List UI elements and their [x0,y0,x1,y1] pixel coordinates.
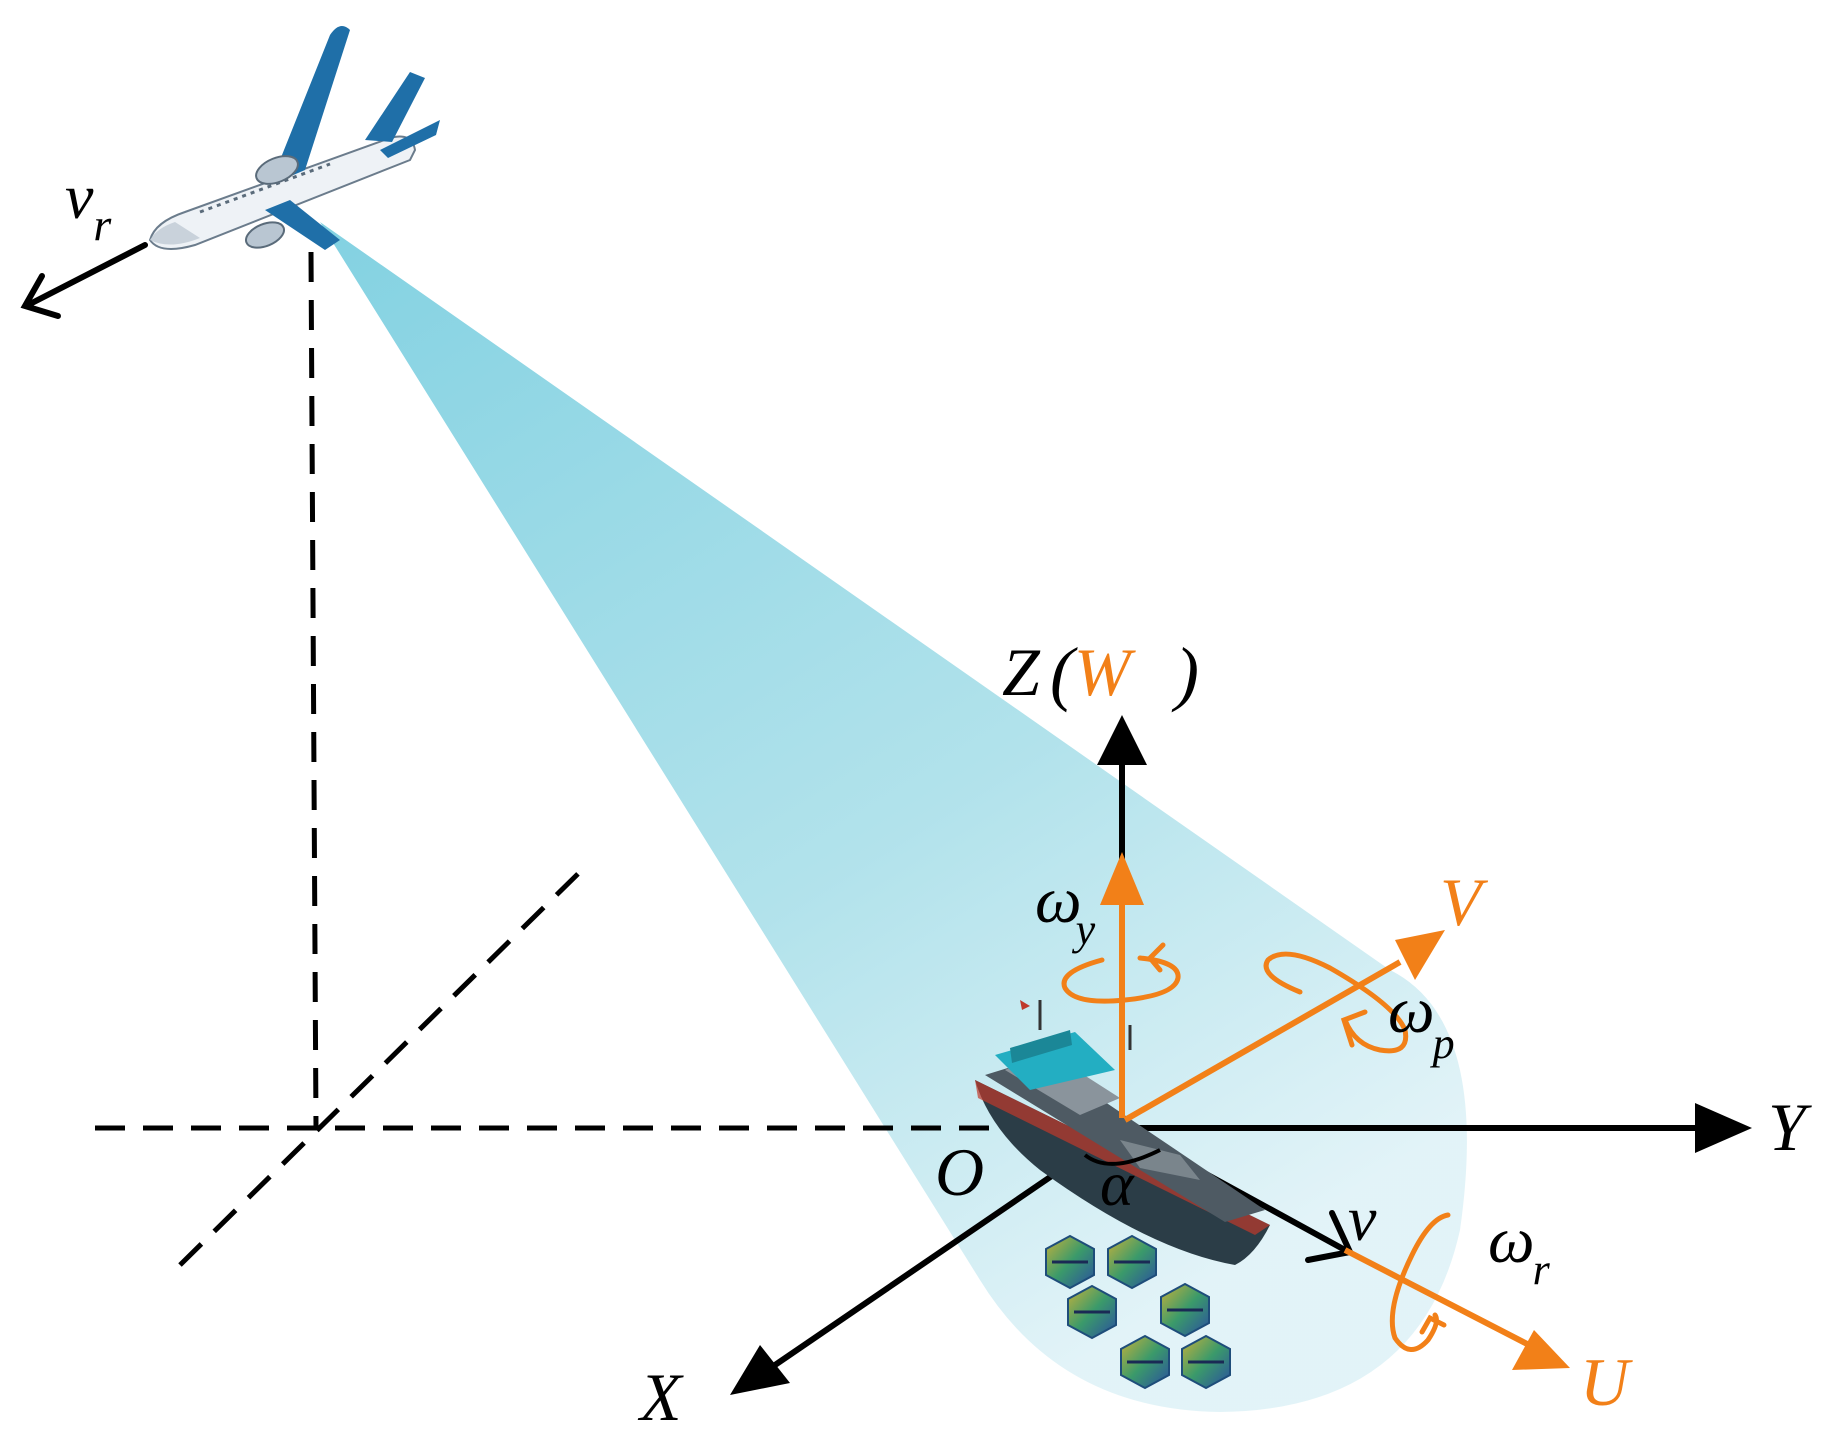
pitch-rotation-arrow [1263,951,1409,1054]
y-axis-label: Y [1768,1089,1812,1165]
paren-close-label: ) [1171,633,1199,713]
scatterers [1045,1234,1231,1390]
scatterer-cube-icon [1107,1234,1157,1290]
yaw-rotation-arrow [1061,942,1181,1004]
rotation-arrows [1061,942,1451,1352]
paren-open-label: ( [1050,633,1078,713]
v-axis-label: V [1440,864,1489,940]
origin-label: O [935,1134,984,1210]
alpha-angle-arc [1083,1148,1161,1166]
scatterer-cube-icon [1120,1334,1170,1390]
radar-beam [320,222,1467,1412]
x-axis-arrowhead [730,1345,790,1395]
aircraft-velocity-arrow [20,242,148,319]
u-axis-arrowhead [1512,1330,1570,1370]
z-axis-label: Z [1002,634,1041,710]
dashed-diagonal-line [178,860,592,1267]
scatterer-cube-icon [1067,1284,1117,1340]
u-axis-line [1343,1247,1537,1351]
dashed-vertical-line [308,251,319,1129]
airplane-icon [148,26,440,250]
body-frame-axes [1100,852,1570,1370]
w-axis-arrowhead [1100,852,1144,905]
aircraft-velocity-label: vr [65,161,112,250]
omega-p-label: ωp [1388,974,1455,1068]
omega-r-label: ωr [1488,1204,1551,1294]
x-axis-label: X [637,1359,684,1431]
u-axis-label: U [1580,1344,1633,1420]
reference-frame-dashed [95,251,1110,1267]
ship-icon [975,1000,1270,1265]
scatterer-cube-icon [1160,1282,1210,1338]
y-axis-arrowhead [1695,1103,1752,1153]
roll-rotation-arrow [1389,1212,1451,1352]
omega-y-label: ωy [1035,864,1096,954]
w-axis-label: W [1074,634,1136,710]
z-axis-arrowhead [1097,715,1147,765]
alpha-label: α [1100,1148,1135,1219]
v-axis-arrowhead [1395,930,1445,980]
scatterer-cube-icon [1045,1234,1095,1290]
v-axis-line [1123,959,1402,1123]
scatterer-cube-icon [1181,1334,1231,1390]
velocity-label: v [1348,1183,1377,1254]
